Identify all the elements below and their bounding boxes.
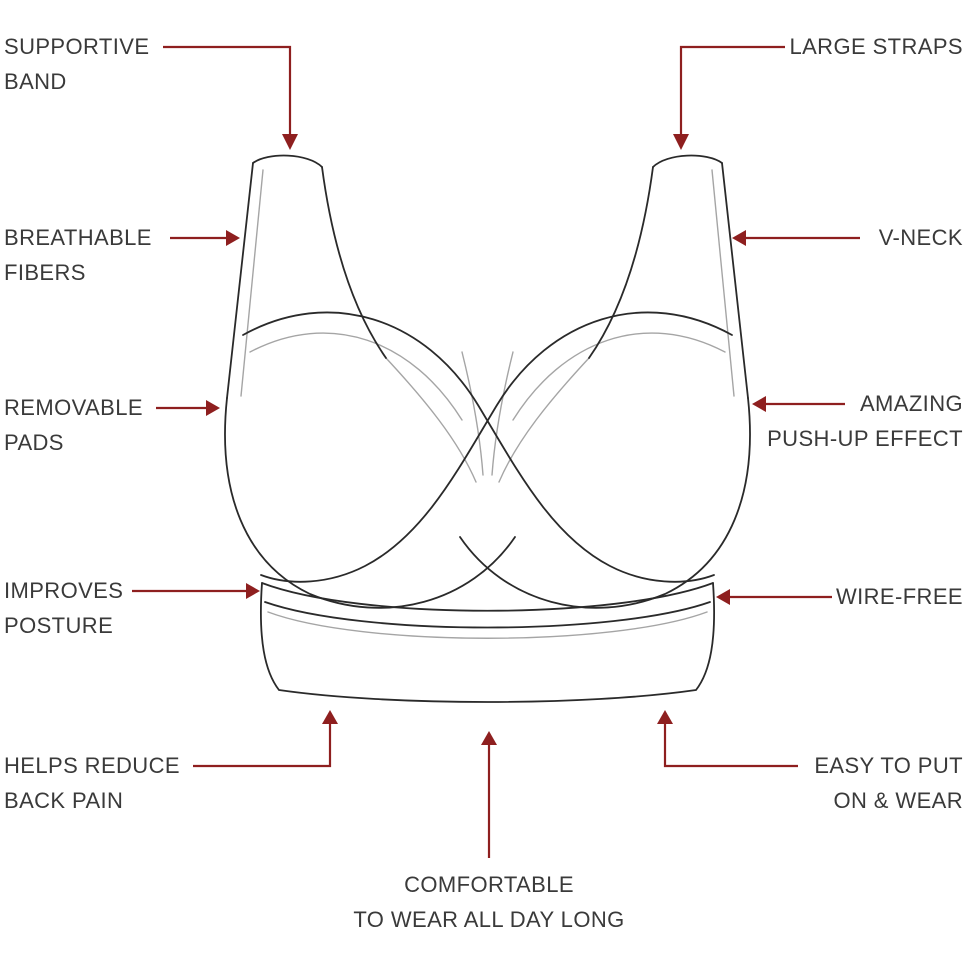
label-comfortable-all-day: COMFORTABLE TO WEAR ALL DAY LONG	[353, 872, 625, 932]
push-up-effect-arrow	[752, 396, 845, 412]
bra-illustration	[224, 154, 751, 703]
v-neck-arrow	[732, 230, 860, 246]
label-easy-put-on: EASY TO PUT ON & WEAR	[814, 753, 963, 813]
label-improves-posture: IMPROVES POSTURE	[4, 578, 124, 638]
wire-free-arrow	[716, 589, 832, 605]
supportive-band-arrow	[163, 45, 298, 150]
label-push-up-effect: AMAZING PUSH-UP EFFECT	[767, 391, 963, 451]
easy-put-on-arrow	[657, 710, 798, 768]
label-removable-pads: REMOVABLE PADS	[4, 395, 143, 455]
large-straps-arrow	[673, 45, 785, 150]
removable-pads-arrow	[156, 400, 220, 416]
back-pain-arrow	[193, 710, 338, 768]
label-wire-free: WIRE-FREE	[835, 584, 963, 609]
label-v-neck: V-NECK	[878, 225, 963, 250]
label-helps-reduce-back-pain: HELPS REDUCE BACK PAIN	[4, 753, 180, 813]
label-supportive-band: SUPPORTIVE BAND	[4, 34, 150, 94]
comfortable-arrow	[481, 731, 497, 858]
label-large-straps: LARGE STRAPS	[789, 34, 963, 59]
improves-posture-arrow	[132, 583, 260, 599]
label-breathable-fibers: BREATHABLE FIBERS	[4, 225, 152, 285]
breathable-fibers-arrow	[170, 230, 240, 246]
